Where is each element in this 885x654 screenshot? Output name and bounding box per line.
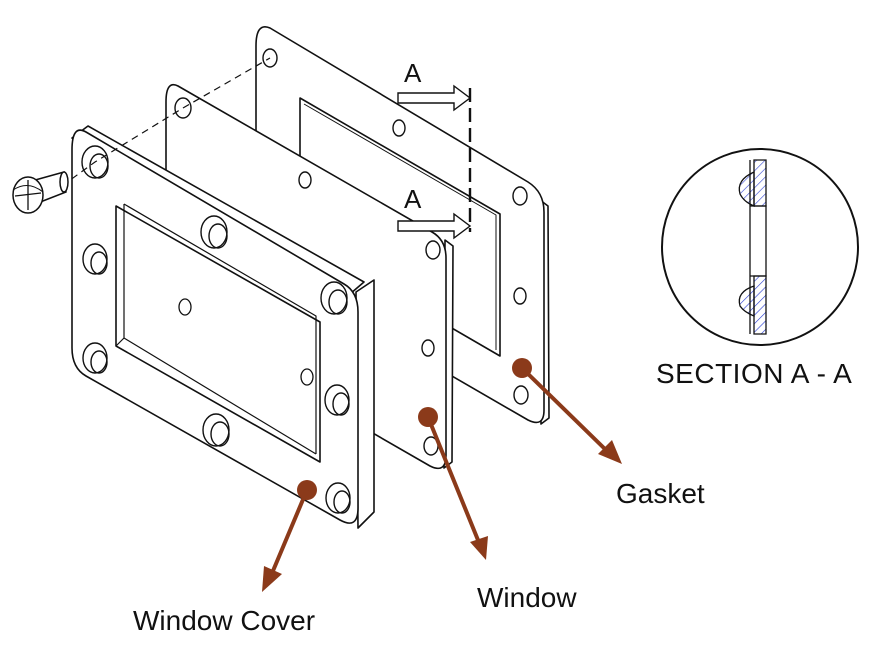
window-cover-part [71,125,375,529]
slotted-screw-icon [12,171,69,214]
cut-label-top: A [404,58,422,88]
section-arrow-icon [397,84,472,240]
leader-lines [262,358,622,592]
assembly-axis-line [61,57,271,187]
window-label: Window [477,582,577,613]
window-cover-label: Window Cover [133,605,316,636]
section-title: SECTION A - A [656,358,853,389]
gasket-label: Gasket [616,478,705,509]
section-detail [661,148,859,346]
cut-label-bottom: A [404,184,422,214]
